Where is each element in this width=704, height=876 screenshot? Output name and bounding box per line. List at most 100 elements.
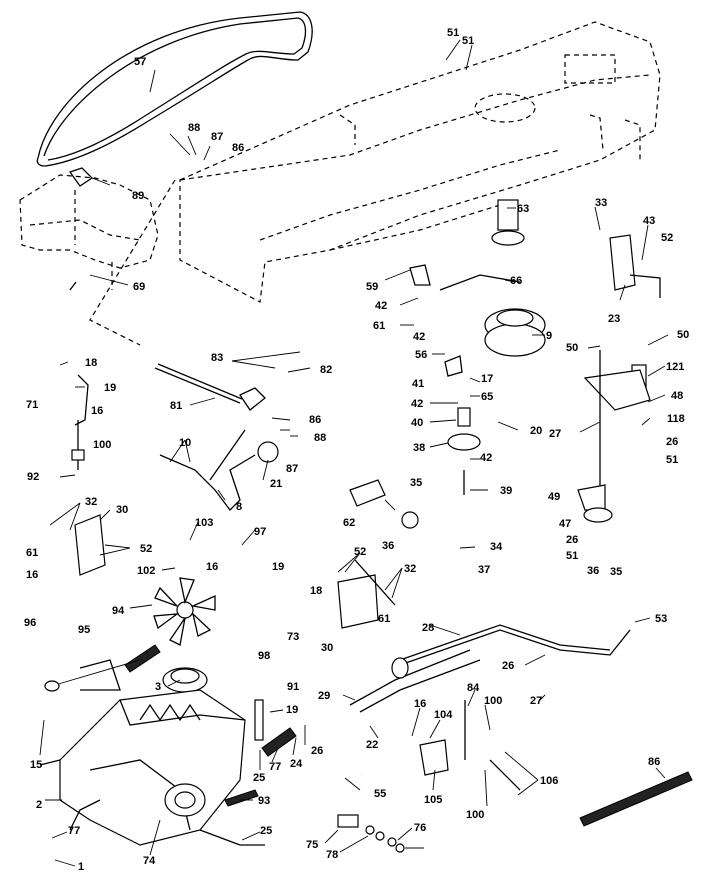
part-label: 48	[671, 390, 683, 402]
part-label: 94	[112, 605, 125, 617]
part-label: 102	[137, 565, 155, 577]
clutch-assembly	[409, 199, 546, 495]
part-label: 32	[404, 563, 416, 575]
part-label: 36	[587, 565, 599, 577]
transaxle	[39, 689, 265, 846]
part-label: 100	[466, 809, 484, 821]
part-label: 88	[188, 122, 200, 134]
part-label: 87	[286, 463, 298, 475]
part-label: 19	[104, 382, 116, 394]
part-label: 26	[502, 660, 514, 672]
part-label: 61	[378, 613, 390, 625]
part-label: 77	[68, 825, 80, 837]
part-label: 100	[93, 439, 111, 451]
part-label: 87	[211, 131, 223, 143]
part-label: 52	[661, 232, 673, 244]
part-label: 16	[26, 569, 38, 581]
part-label: 100	[484, 695, 502, 707]
part-label: 61	[26, 547, 38, 559]
part-label: 41	[412, 378, 424, 390]
part-label: 93	[258, 795, 270, 807]
part-label: 98	[258, 650, 270, 662]
part-label: 49	[548, 491, 560, 503]
part-label: 51	[447, 27, 459, 39]
part-label: 106	[540, 775, 558, 787]
part-label: 33	[595, 197, 607, 209]
part-label: 35	[610, 566, 622, 578]
part-label: 38	[413, 442, 425, 454]
part-label: 69	[133, 281, 145, 293]
part-label: 43	[643, 215, 655, 227]
part-label: 73	[287, 631, 299, 643]
part-label: 32	[85, 496, 97, 508]
part-label: 26	[666, 436, 678, 448]
part-label: 56	[415, 349, 427, 361]
part-label: 65	[481, 391, 493, 403]
part-label: 1	[78, 861, 84, 873]
part-label: 39	[500, 485, 512, 497]
part-label: 26	[566, 534, 578, 546]
part-label: 51	[666, 454, 678, 466]
part-label: 118	[667, 413, 685, 425]
part-label: 52	[140, 543, 152, 555]
part-label: 77	[269, 761, 281, 773]
frame-outline	[179, 21, 661, 303]
part-label: 26	[311, 745, 323, 757]
part-label: 37	[478, 564, 490, 576]
part-label: 21	[270, 478, 282, 490]
part-label: 95	[78, 624, 90, 636]
part-label: 47	[559, 518, 571, 530]
part-label: 89	[132, 190, 144, 202]
part-label: 18	[310, 585, 322, 597]
part-label: 40	[411, 417, 423, 429]
part-label: 91	[287, 681, 299, 693]
part-label: 103	[195, 517, 213, 529]
part-label: 75	[306, 839, 318, 851]
part-label: 84	[467, 682, 480, 694]
part-label: 104	[434, 709, 453, 721]
part-label: 66	[510, 275, 522, 287]
part-label: 19	[286, 704, 298, 716]
part-label: 29	[318, 690, 330, 702]
part-label: 16	[91, 405, 103, 417]
part-label: 61	[373, 320, 385, 332]
part-label: 42	[480, 452, 492, 464]
part-label: 71	[26, 399, 38, 411]
part-label: 8	[236, 501, 242, 513]
part-label: 9	[546, 330, 552, 342]
part-label: 88	[314, 432, 326, 444]
part-label: 28	[422, 622, 434, 634]
part-label: 92	[27, 471, 39, 483]
part-label: 78	[326, 849, 338, 861]
part-label: 35	[410, 477, 422, 489]
part-label: 17	[481, 373, 493, 385]
part-label: 16	[206, 561, 218, 573]
part-label: 10	[179, 437, 191, 449]
part-label: 24	[290, 758, 303, 770]
part-label: 74	[143, 855, 156, 867]
cooling-fan	[153, 577, 216, 646]
part-label: 81	[170, 400, 182, 412]
part-label: 52	[354, 546, 366, 558]
part-label: 19	[272, 561, 284, 573]
part-label: 57	[134, 56, 146, 68]
part-label: 42	[375, 300, 387, 312]
drive-belt	[36, 11, 313, 167]
part-label: 96	[24, 617, 36, 629]
spring-left	[124, 644, 161, 673]
part-label: 25	[253, 772, 265, 784]
callout-labels: 57 51 51 88 87 86 89 69 63 33 43 52 59 6…	[24, 27, 689, 873]
part-label: 105	[424, 794, 442, 806]
part-label: 25	[260, 825, 272, 837]
deck-outline	[19, 174, 159, 269]
leader-lines	[39, 39, 669, 867]
part-label: 30	[321, 642, 333, 654]
part-label: 2	[36, 799, 42, 811]
part-label: 34	[490, 541, 503, 553]
part-label: 86	[232, 142, 244, 154]
part-label: 27	[530, 695, 542, 707]
part-label: 18	[85, 357, 97, 369]
part-label: 76	[414, 822, 426, 834]
part-label: 83	[211, 352, 223, 364]
